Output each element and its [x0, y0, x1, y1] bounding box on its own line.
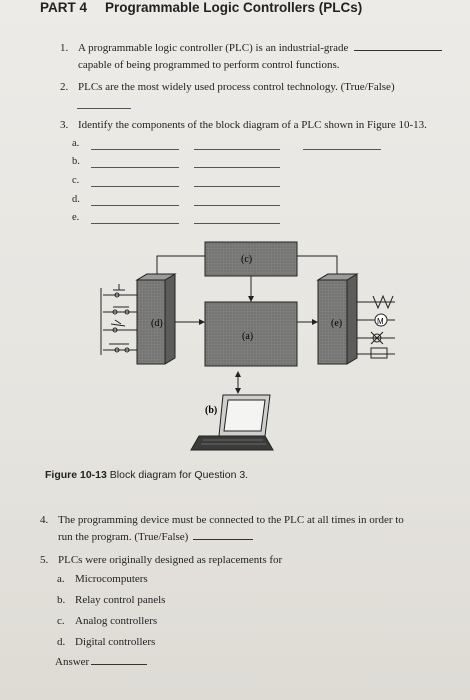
plc-block-diagram: (d) (c) (a) (e): [100, 241, 395, 451]
label-c: (c): [241, 254, 252, 265]
laptop-icon: [190, 394, 274, 451]
answer-blank[interactable]: [91, 167, 179, 168]
answer-blank[interactable]: [91, 149, 179, 150]
option-letter: c.: [57, 615, 65, 627]
question-text: Identify the components of the block dia…: [78, 119, 427, 131]
answer-label: Answer: [55, 656, 90, 668]
answer-blank[interactable]: [194, 223, 280, 224]
label-e: (e): [331, 318, 342, 329]
arrow-heads: [199, 296, 318, 394]
answer-blank[interactable]: [354, 50, 443, 51]
answer-label: a.: [72, 138, 80, 149]
question-4: 4. The programming device must be connect…: [40, 512, 450, 546]
option-b[interactable]: b. Relay control panels: [57, 594, 165, 606]
answer-blank[interactable]: [91, 664, 148, 665]
answer-blank[interactable]: [91, 205, 179, 206]
answer-label: d.: [72, 194, 80, 205]
option-c[interactable]: c. Analog controllers: [57, 615, 157, 627]
question-text: The programming device must be connected…: [58, 514, 404, 526]
output-module-e: (e): [316, 273, 359, 365]
option-letter: b.: [57, 594, 66, 606]
option-text: Microcomputers: [75, 573, 148, 585]
figure-caption: Figure 10-13 Block diagram for Question …: [45, 469, 248, 481]
question-1: 1. A programmable logic controller (PLC) …: [60, 40, 450, 74]
option-d[interactable]: d. Digital controllers: [57, 636, 155, 648]
question-text-cont: run the program. (True/False): [58, 531, 189, 543]
answer-blank[interactable]: [193, 539, 254, 540]
answer-label: c.: [72, 175, 80, 186]
question-number: 4.: [40, 514, 49, 526]
question-text-cont: capable of being programmed to perform c…: [78, 59, 340, 71]
figure-caption-text: Block diagram for Question 3.: [109, 469, 249, 481]
answer-blank[interactable]: [194, 167, 280, 168]
part-number: PART 4: [40, 0, 88, 15]
part-title: Programmable Logic Controllers (PLCs): [105, 0, 363, 15]
processor-box-a: (a): [204, 301, 298, 367]
answer-line: Answer: [55, 656, 148, 668]
part-header: PART 4 Programmable Logic Controllers (PL…: [40, 0, 362, 15]
option-a[interactable]: a. Microcomputers: [57, 573, 148, 585]
question-text: PLCs were originally designed as replace…: [58, 554, 283, 566]
option-letter: a.: [57, 573, 65, 585]
memory-box-c: (c): [204, 241, 298, 277]
label-d: (d): [151, 318, 163, 329]
input-module-d: (d): [135, 273, 177, 365]
question-3: 3. Identify the components of the block d…: [60, 117, 460, 134]
question-text: PLCs are the most widely used process co…: [78, 81, 395, 93]
label-a: (a): [242, 331, 253, 342]
option-text: Digital controllers: [75, 636, 156, 648]
answer-label: b.: [72, 156, 80, 167]
question-5: 5. PLCs were originally designed as repla…: [40, 552, 450, 569]
option-text: Analog controllers: [75, 615, 158, 627]
answer-blank[interactable]: [91, 223, 179, 224]
answer-label: e.: [72, 212, 80, 223]
question-number: 5.: [40, 554, 49, 566]
input-switches-icon: [100, 284, 140, 355]
question-2: 2. PLCs are the most widely used process …: [60, 79, 450, 96]
answer-blank[interactable]: [194, 205, 280, 206]
option-letter: d.: [57, 636, 66, 648]
question-number: 2.: [60, 81, 69, 93]
question-number: 3.: [60, 119, 69, 131]
answer-blank[interactable]: [194, 186, 280, 187]
answer-blank[interactable]: [194, 149, 280, 150]
motor-label: M: [377, 317, 384, 326]
label-b: (b): [205, 405, 217, 416]
answer-blank[interactable]: [91, 186, 179, 187]
question-number: 1.: [60, 42, 69, 54]
connection-lines: [156, 255, 338, 390]
answer-blank[interactable]: [77, 108, 131, 109]
question-text: A programmable logic controller (PLC) is…: [78, 42, 349, 54]
answer-blank[interactable]: [303, 149, 381, 150]
option-text: Relay control panels: [75, 594, 166, 606]
figure-number: Figure 10-13: [45, 469, 107, 481]
output-devices-icon: [357, 294, 395, 359]
